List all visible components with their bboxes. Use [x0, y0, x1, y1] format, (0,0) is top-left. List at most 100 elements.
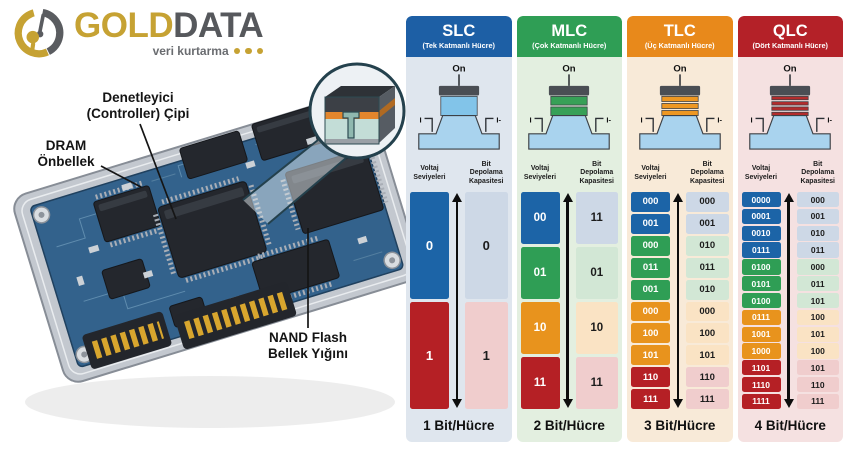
capacity-cell: 001: [796, 208, 839, 225]
logo-tagline: veri kurtarma: [74, 44, 264, 58]
panel-subtitle-tlc: (Üç Katmanlı Hücre): [644, 40, 715, 50]
arrow-down-head: [452, 399, 462, 408]
substrate: [417, 115, 500, 150]
arrow-down-head: [673, 399, 683, 408]
controller-chip: [153, 176, 272, 283]
cell-diagram-qlc: On I I-: [738, 57, 844, 152]
voltage-cell: 000: [631, 192, 670, 212]
capacity-cell: 011: [796, 242, 839, 258]
capacity-cell: 011: [686, 257, 729, 278]
substrate: [638, 115, 721, 150]
bits-per-cell-label-mlc: 2 Bit/Hücre: [533, 418, 605, 433]
capacity-cell: 101: [796, 326, 839, 342]
on-label: On: [452, 64, 465, 75]
tagline-dot: [256, 47, 264, 55]
substrate: [749, 115, 832, 150]
capacity-cell: 010: [796, 225, 839, 241]
capacity-cell: 000: [796, 192, 839, 208]
label-controller-chip: Denetleyici (Controller) Çipi: [76, 90, 200, 122]
arrow-down-head: [783, 399, 794, 408]
voltage-cell: 0111: [741, 242, 781, 258]
capacity-cell: 01: [575, 247, 618, 299]
arrow-up-head: [783, 193, 794, 202]
capacity-cell: 1: [465, 302, 508, 409]
label-dram-cache: DRAM Önbellek: [12, 138, 120, 170]
capacity-cell: 111: [796, 393, 839, 410]
panel-title-tlc: TLC: [663, 22, 696, 41]
right-terminal-label: I-: [717, 115, 722, 124]
range-arrow: [672, 192, 684, 409]
panel-header-qlc: QLC(Dört Katmanlı Hücre): [737, 16, 843, 57]
capacity-cell: 010: [686, 235, 729, 256]
voltage-cell: 0111: [741, 309, 781, 325]
bits-per-cell-label-qlc: 4 Bit/Hücre: [754, 418, 826, 433]
panel-tlc: TLC(Üç Katmanlı Hücre) On I I- Voltaj Se…: [627, 16, 733, 442]
substrate: [528, 115, 611, 150]
voltage-cell: 000: [631, 301, 670, 322]
magnifier-inset: [242, 62, 406, 225]
label-dram-line1: DRAM: [45, 138, 87, 153]
brand-name: GOLDDATA: [74, 6, 264, 45]
capacity-cell: 000: [686, 301, 729, 322]
bit-capacity-header: Bit Depolama Kapasitesi: [690, 160, 725, 185]
panel-subtitle-slc: (Tek Katmanlı Hücre): [422, 40, 495, 50]
label-pointer-lines: [100, 123, 309, 328]
voltage-cell: 001: [631, 213, 670, 234]
label-nand-line2: Bellek Yığını: [267, 345, 349, 361]
transistor-diagram-tlc: On I I-: [638, 64, 722, 150]
voltage-cell: 110: [631, 367, 670, 388]
left-terminal-label: I: [751, 115, 753, 124]
arrow-shaft: [676, 202, 680, 399]
header-spacer: [562, 158, 574, 189]
capacity-cell: 11: [575, 357, 618, 409]
capacity-cell: 011: [796, 276, 839, 292]
voltage-cell: 00: [520, 192, 560, 244]
panel-title-qlc: QLC: [772, 22, 808, 41]
arrow-up-head: [562, 193, 573, 202]
transistor-diagram-mlc: On I I-: [528, 64, 612, 150]
voltage-cell: 011: [631, 257, 670, 278]
panel-subtitle-mlc: (Çok Katmanlı Hücre): [532, 40, 607, 50]
capacity-cell: 000: [686, 192, 729, 212]
voltage-cell: 0: [410, 192, 449, 299]
arrow-up-head: [673, 193, 683, 202]
voltage-cell: 10: [520, 302, 560, 354]
panel-slc: SLC(Tek Katmanlı Hücre) On I I- Voltaj S…: [406, 16, 512, 442]
left-terminal-label: I: [530, 115, 532, 124]
voltage-cell: 0100: [741, 259, 781, 275]
sata-connector: [82, 282, 297, 369]
golddata-logo: GOLDDATA veri kurtarma: [12, 6, 264, 60]
cell-diagram-tlc: On I I-: [627, 57, 733, 152]
voltage-cell: 100: [631, 323, 670, 344]
cell-diagram-mlc: On I I-: [517, 57, 623, 152]
voltage-levels-header: Voltaj Seviyeleri: [523, 164, 557, 181]
capacity-cell: 110: [796, 376, 839, 393]
voltage-cell: 1101: [741, 360, 781, 376]
voltage-cell: 0100: [741, 292, 781, 309]
golddata-logo-icon: [14, 8, 64, 58]
bit-capacity-header: Bit Depolama Kapasitesi: [579, 160, 614, 185]
voltage-cell: 11: [520, 357, 560, 409]
on-label: On: [784, 64, 797, 75]
label-dram-line2: Önbellek: [37, 153, 95, 169]
voltage-cell: 111: [631, 389, 670, 410]
capacity-cell: 100: [796, 343, 839, 359]
brand-dark: DATA: [173, 6, 264, 45]
capacity-cell: 101: [796, 292, 839, 309]
range-arrow: [562, 192, 574, 409]
range-arrow: [451, 192, 463, 409]
transistor-diagram-qlc: On I I-: [749, 64, 833, 150]
label-controller-line2: (Controller) Çipi: [86, 105, 190, 121]
voltage-cell: 0101: [741, 276, 781, 292]
memory-panels: SLC(Tek Katmanlı Hücre) On I I- Voltaj S…: [406, 16, 843, 442]
arrow-down-head: [562, 399, 573, 408]
panel-title-slc: SLC: [442, 22, 476, 41]
arrow-shaft: [787, 202, 790, 399]
